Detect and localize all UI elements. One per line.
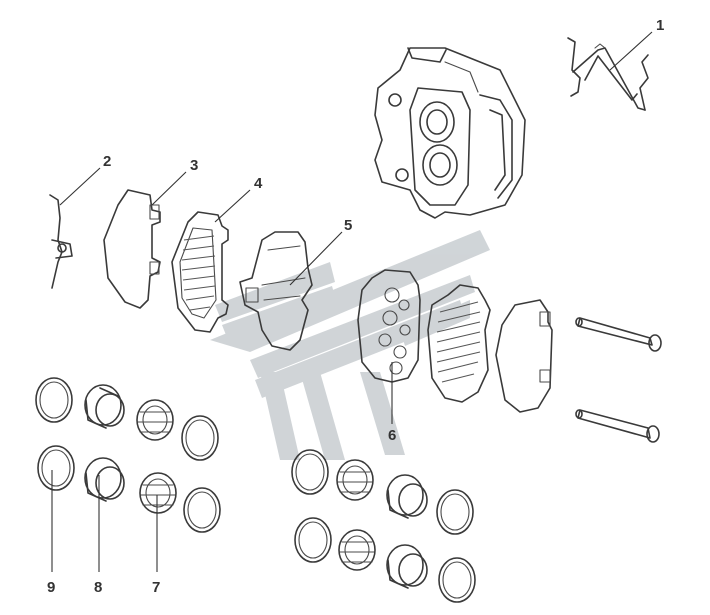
part-seal-ring-left-top-2 xyxy=(181,415,219,461)
part-seal-ring-right-bottom-2 xyxy=(438,557,476,603)
callout-8: 8 xyxy=(94,579,102,596)
part-dust-boot-left-bottom xyxy=(139,472,177,514)
part-seal-ring-left-bottom-2 xyxy=(183,487,221,533)
part-dust-boot-right-bottom xyxy=(338,529,376,571)
callout-9: 9 xyxy=(47,579,55,596)
part-seal-ring-left-top xyxy=(35,377,73,423)
callout-4: 4 xyxy=(254,175,263,192)
part-shim-left xyxy=(103,189,161,309)
part-piston-right-top xyxy=(386,474,428,519)
part-pin-upper xyxy=(575,317,662,352)
part-seal-ring-right-bottom xyxy=(294,517,332,563)
part-backing-plate-right xyxy=(427,284,491,403)
part-seal-ring-left-bottom xyxy=(37,445,75,491)
part-spring-clip xyxy=(567,37,649,111)
leader-lines xyxy=(51,31,653,572)
part-piston-right-bottom xyxy=(386,544,428,589)
callout-1: 1 xyxy=(656,17,664,34)
part-dust-boot-left-top xyxy=(136,399,174,441)
part-backing-plate-left xyxy=(171,211,229,333)
part-pin-lower xyxy=(575,409,660,443)
part-wire-spring xyxy=(49,194,73,289)
part-seal-ring-right-top xyxy=(291,449,329,495)
part-brake-pad xyxy=(239,231,313,351)
callout-3: 3 xyxy=(190,157,198,174)
part-piston-left-bottom xyxy=(84,457,125,502)
part-piston-left-top xyxy=(84,384,125,429)
callout-2: 2 xyxy=(103,153,111,170)
part-shim-right xyxy=(495,299,553,413)
callout-7: 7 xyxy=(152,579,160,596)
callout-5: 5 xyxy=(344,217,352,234)
part-caliper-body xyxy=(374,47,526,219)
part-seal-ring-right-top-2 xyxy=(436,489,474,535)
callout-6: 6 xyxy=(388,427,396,444)
part-pad-plate-right xyxy=(357,269,421,383)
watermark-logo xyxy=(210,230,490,460)
part-dust-boot-right-top xyxy=(336,459,374,501)
